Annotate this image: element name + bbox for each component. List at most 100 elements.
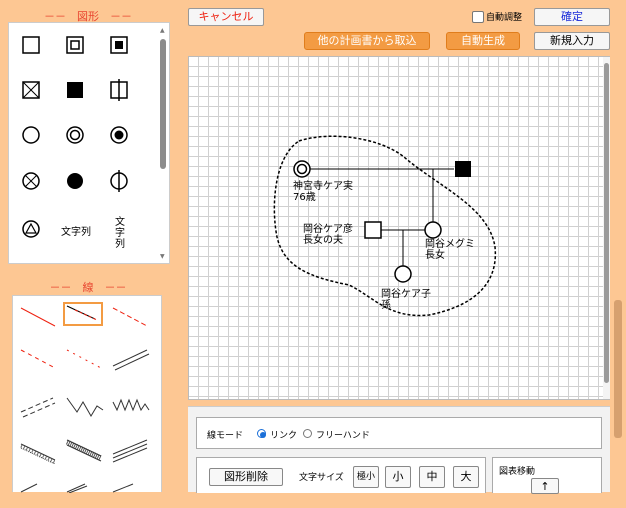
double-dashed-line-icon: [20, 397, 56, 418]
shapes-panel: 文字列 文 字 列 ▲ ▼: [8, 22, 170, 264]
font-size-s-button[interactable]: 小: [385, 466, 411, 488]
radio-link[interactable]: [257, 429, 266, 438]
delete-shape-button[interactable]: 図形削除: [209, 468, 283, 486]
line-partial-2[interactable]: [63, 480, 107, 508]
line-triple[interactable]: [109, 436, 153, 464]
circle-icon: [22, 126, 40, 144]
filled-inner-square-shape[interactable]: [99, 25, 139, 65]
double-line-icon: [112, 349, 150, 371]
edit-tools-panel: 図形削除 文字サイズ 極小 小 中 大: [196, 457, 486, 493]
confirm-button[interactable]: 確定: [534, 8, 610, 26]
line-zigzag[interactable]: [63, 392, 107, 420]
double-square-shape[interactable]: [55, 25, 95, 65]
auto-adjust-checkbox[interactable]: [472, 11, 484, 23]
square-icon: [22, 36, 40, 54]
partial-line-icon: [20, 483, 38, 493]
partial-line-icon: [66, 483, 88, 494]
line-red-dashed[interactable]: [109, 302, 153, 330]
person-grandchild-label[interactable]: 岡谷ケア子 孫: [381, 289, 431, 311]
line-black-with-red-selected[interactable]: [63, 302, 103, 326]
page-scrollbar-thumb[interactable]: [614, 300, 622, 438]
person-grandmother-shape: [293, 160, 311, 178]
line-mode-panel: 線モード リンク フリーハンド: [196, 417, 602, 449]
double-circle-icon: [66, 126, 84, 144]
filled-circle-icon: [67, 173, 83, 189]
person-son-in-law-label[interactable]: 岡谷ケア彦 長女の夫: [303, 224, 353, 246]
filled-square-shape[interactable]: [55, 70, 95, 110]
shapes-panel-title: －－ 図形 －－: [44, 10, 132, 23]
shapes-scrollbar[interactable]: ▲ ▼: [159, 27, 167, 261]
canvas-scrollbar-thumb[interactable]: [604, 63, 609, 383]
crossed-square-shape[interactable]: [11, 70, 51, 110]
triple-line-icon: [112, 439, 148, 463]
font-size-label: 文字サイズ: [299, 473, 344, 483]
double-square-icon: [66, 36, 84, 54]
mixed-line-icon: [66, 305, 98, 321]
triangle-circle-shape[interactable]: [11, 209, 51, 249]
thick-hatched-line-icon: [65, 439, 103, 462]
split-square-icon: [110, 79, 128, 101]
person-grandmother-label[interactable]: 神宮寺ケア実 76歳: [293, 181, 353, 203]
filled-inner-circle-icon: [110, 126, 128, 144]
red-solid-line-icon: [20, 307, 56, 327]
wave-line-icon: [112, 398, 150, 412]
diagram-canvas[interactable]: 神宮寺ケア実 76歳 岡谷ケア彦 長女の夫 岡谷メグミ 長女 岡谷ケア子 孫: [188, 56, 610, 400]
line-partial-1[interactable]: [17, 480, 61, 508]
auto-generate-button[interactable]: 自動生成: [446, 32, 520, 50]
double-circle-shape[interactable]: [55, 115, 95, 155]
split-circle-icon: [110, 170, 128, 192]
person-deceased-male-shape: [455, 161, 471, 177]
split-circle-shape[interactable]: [99, 161, 139, 201]
move-panel: 図表移動 ↑: [492, 457, 602, 494]
canvas-scrollbar[interactable]: [603, 57, 610, 399]
new-input-button[interactable]: 新規入力: [534, 32, 610, 50]
line-partial-3[interactable]: [109, 480, 153, 508]
genogram-svg: [273, 135, 497, 317]
font-size-l-button[interactable]: 大: [453, 466, 479, 488]
person-grandchild-shape: [394, 265, 412, 283]
filled-inner-circle-shape[interactable]: [99, 115, 139, 155]
line-red-long-dash[interactable]: [17, 344, 61, 372]
lines-panel-title: －－ 線 －－: [49, 281, 127, 294]
hatched-line-icon: [20, 443, 56, 465]
red-long-dash-line-icon: [20, 349, 56, 369]
cancel-button[interactable]: キャンセル: [188, 8, 264, 26]
line-thick-hatched[interactable]: [63, 436, 107, 464]
red-dotted-line-icon: [66, 349, 102, 369]
font-size-m-button[interactable]: 中: [419, 466, 445, 488]
filled-circle-shape[interactable]: [55, 161, 95, 201]
font-size-xs-button[interactable]: 極小: [353, 466, 379, 488]
red-dashed-line-icon: [112, 307, 148, 327]
circle-shape[interactable]: [11, 115, 51, 155]
scroll-down-icon[interactable]: ▼: [160, 253, 165, 260]
filled-square-icon: [67, 82, 83, 98]
line-red-solid[interactable]: [17, 302, 61, 330]
filled-inner-square-icon: [110, 36, 128, 54]
lines-panel: [12, 295, 162, 494]
triangle-in-circle-icon: [22, 220, 40, 238]
import-from-other-plan-button[interactable]: 他の計画書から取込: [304, 32, 430, 50]
line-double[interactable]: [109, 344, 153, 372]
crossed-square-icon: [22, 81, 40, 99]
square-shape[interactable]: [11, 25, 51, 65]
line-mode-label: 線モード: [207, 431, 244, 441]
scroll-up-icon[interactable]: ▲: [160, 27, 165, 34]
radio-freehand[interactable]: [303, 429, 312, 438]
scrollbar-thumb[interactable]: [160, 39, 166, 169]
split-square-shape[interactable]: [99, 70, 139, 110]
radio-link-label[interactable]: リンク: [270, 431, 298, 441]
person-daughter-label[interactable]: 岡谷メグミ 長女: [425, 239, 475, 261]
crossed-circle-shape[interactable]: [11, 161, 51, 201]
line-wave[interactable]: [109, 392, 153, 420]
line-red-dotted[interactable]: [63, 344, 107, 372]
line-hatched[interactable]: [17, 436, 61, 465]
move-label: 図表移動: [499, 467, 536, 477]
radio-link-selected-dot: [259, 431, 266, 438]
zigzag-line-icon: [66, 397, 104, 417]
line-double-dashed[interactable]: [17, 392, 61, 420]
bottom-toolbar: 線モード リンク フリーハンド 図形削除 文字サイズ 極小 小 中 大 図表移動…: [188, 406, 610, 494]
partial-line-icon: [112, 483, 134, 493]
text-shape[interactable]: 文字列: [61, 227, 91, 238]
vertical-text-shape[interactable]: 文 字 列: [115, 217, 125, 250]
radio-freehand-label[interactable]: フリーハンド: [316, 431, 370, 441]
